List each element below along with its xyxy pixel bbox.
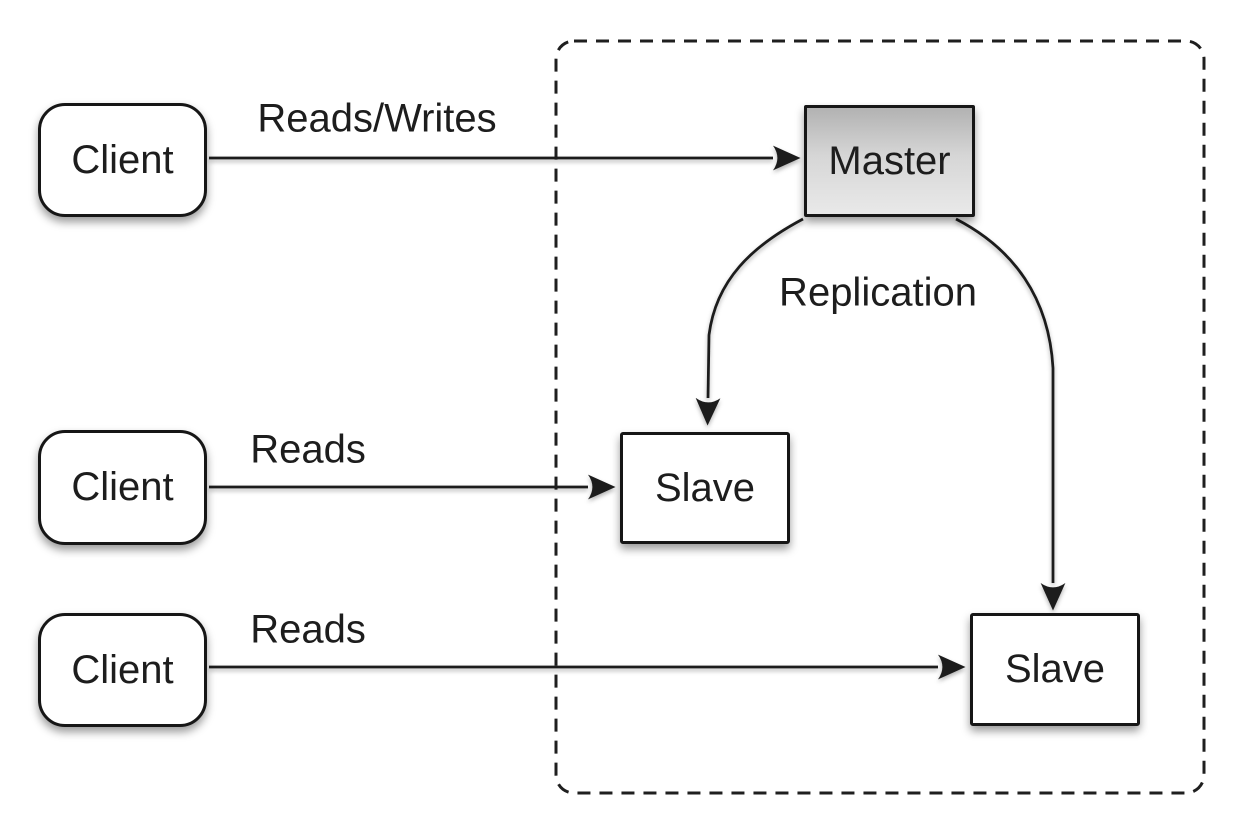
edge-label-reads-client3: Reads	[250, 607, 366, 652]
node-slave-1: Slave	[620, 432, 790, 544]
edge-label-replication: Replication	[779, 270, 977, 315]
arrow-master-to-slave2	[955, 217, 1066, 611]
node-master-label: Master	[828, 138, 951, 183]
edge-label-reads-client2: Reads	[250, 427, 366, 472]
node-client-1: Client	[38, 103, 207, 217]
node-slave-2-label: Slave	[1004, 647, 1106, 691]
node-slave-1-label: Slave	[654, 465, 756, 510]
node-master: Master	[804, 105, 975, 217]
replication-group-boundary	[554, 39, 1206, 795]
node-client-3: Client	[38, 613, 207, 727]
node-slave-2: Slave	[970, 613, 1140, 726]
edge-label-reads-writes: Reads/Writes	[257, 96, 497, 141]
node-client-2-label: Client	[71, 465, 174, 509]
arrow-master-to-slave1	[695, 217, 804, 426]
node-client-3-label: Client	[71, 647, 174, 692]
node-client-2: Client	[38, 430, 207, 545]
node-client-1-label: Client	[71, 137, 174, 182]
